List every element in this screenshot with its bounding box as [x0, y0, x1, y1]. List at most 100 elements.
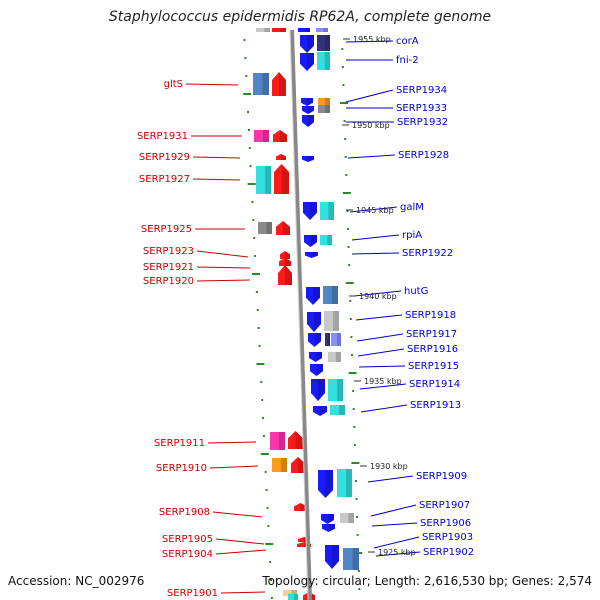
gene-feature — [276, 221, 290, 235]
gene-label-SERP1923: SERP1923 — [143, 246, 194, 257]
gene-label-SERP1910: SERP1910 — [156, 463, 207, 474]
gene-feature — [317, 52, 330, 70]
leader-line — [360, 404, 408, 413]
gene-label-SERP1925: SERP1925 — [141, 224, 192, 235]
leader-line — [196, 279, 251, 282]
label-leader-lines — [185, 40, 421, 594]
gene-label-SERP1908: SERP1908 — [159, 507, 210, 518]
gene-label-SERP1915: SERP1915 — [408, 361, 459, 372]
leader-line — [356, 333, 404, 342]
gene-feature-SERP1907 — [321, 514, 334, 524]
gene-feature-hutG — [306, 287, 320, 305]
gene-label-SERP1907: SERP1907 — [419, 500, 470, 511]
gene-feature-rpiA — [304, 235, 317, 247]
leader-line — [359, 383, 407, 390]
leader-line — [215, 549, 267, 555]
gene-feature — [320, 202, 334, 220]
kbp-mark: 1930 kbp — [370, 462, 408, 471]
gene-label-SERP1902: SERP1902 — [423, 547, 474, 558]
leader-line — [207, 441, 257, 444]
leader-line — [353, 290, 402, 297]
gene-feature — [323, 286, 338, 304]
gene-feature-corA — [300, 35, 314, 53]
leader-line — [192, 178, 241, 181]
gene-feature — [320, 235, 332, 245]
gene-label-SERP1921: SERP1921 — [143, 262, 194, 273]
gene-feature — [283, 590, 297, 596]
gene-feature-gltS — [253, 73, 269, 95]
leader-line — [192, 156, 241, 159]
gene-feature-galM — [303, 202, 317, 220]
gene-feature — [328, 352, 341, 362]
gene-feature-SERP1928 — [302, 156, 314, 162]
gene-label-SERP1931: SERP1931 — [137, 131, 188, 142]
leader-line — [375, 551, 421, 557]
gene-label-SERP1920: SERP1920 — [143, 276, 194, 287]
gene-label-SERP1906: SERP1906 — [420, 518, 471, 529]
leader-line — [349, 206, 398, 213]
gene-feature — [272, 28, 286, 32]
gene-feature — [316, 28, 328, 32]
gene-feature-SERP1909 — [318, 470, 333, 498]
gene-feature — [256, 28, 270, 32]
gene-feature-SERP1913 — [313, 406, 327, 416]
gene-feature-SERP1932 — [302, 115, 314, 127]
gene-feature — [288, 594, 298, 600]
backbone-highlight — [289, 29, 309, 600]
gene-label-SERP1911: SERP1911 — [154, 438, 205, 449]
leader-line — [196, 266, 251, 269]
gene-label-SERP1916: SERP1916 — [407, 344, 458, 355]
gene-label-SERP1904: SERP1904 — [162, 549, 213, 560]
gene-feature-SERP1915 — [310, 364, 323, 376]
gene-feature — [272, 72, 286, 96]
gene-feature-SERP1923 — [280, 251, 290, 259]
gene-label-galM: galM — [400, 202, 424, 213]
gene-label-SERP1928: SERP1928 — [398, 150, 449, 161]
gene-feature-SERP1918 — [307, 312, 321, 332]
gene-feature — [273, 130, 287, 142]
gene-feature-SERP1910 — [272, 458, 287, 472]
scale-ticks — [243, 39, 363, 599]
gene-feature — [317, 35, 330, 51]
gene-label-corA: corA — [396, 36, 419, 47]
leader-line — [347, 154, 396, 159]
gene-label-hutG: hutG — [404, 286, 428, 297]
gene-feature-SERP1914 — [311, 379, 325, 401]
gene-label-rpiA: rpiA — [402, 230, 422, 241]
gene-label-SERP1929: SERP1929 — [139, 152, 190, 163]
gene-feature — [330, 405, 345, 415]
gene-feature-fni-2 — [300, 53, 314, 71]
gene-feature — [328, 379, 343, 401]
gene-feature — [288, 431, 303, 449]
accession-text: Accession: NC_002976 — [8, 574, 145, 588]
leader-line — [345, 40, 394, 43]
gene-label-SERP1914: SERP1914 — [409, 379, 460, 390]
gene-feature-SERP1902 — [343, 548, 359, 570]
leader-line — [215, 538, 265, 545]
gene-label-SERP1918: SERP1918 — [405, 310, 456, 321]
leader-line — [209, 465, 259, 469]
gene-label-SERP1905: SERP1905 — [162, 534, 213, 545]
gene-label-SERP1933: SERP1933 — [396, 103, 447, 114]
gene-label-SERP1913: SERP1913 — [410, 400, 461, 411]
leader-line — [358, 365, 406, 368]
gene-feature-SERP1925 — [258, 222, 272, 234]
gene-feature-SERP1920 — [278, 265, 292, 285]
gene-feature — [274, 164, 289, 194]
gene-feature — [291, 457, 305, 473]
kbp-mark: 1950 kbp — [352, 121, 390, 130]
leader-line — [351, 234, 400, 241]
gene-features — [253, 28, 359, 600]
gene-feature-SERP1916 — [309, 352, 322, 362]
gene-label-SERP1922: SERP1922 — [402, 248, 453, 259]
leader-line — [351, 252, 400, 255]
gene-feature-SERP1921 — [279, 258, 291, 266]
gene-feature-SERP1922 — [305, 252, 318, 258]
gene-feature-SERP1929 — [276, 154, 286, 160]
leader-line — [355, 314, 403, 321]
gene-feature-SERP1906 — [322, 524, 335, 532]
kbp-mark: 1935 kbp — [364, 377, 402, 386]
